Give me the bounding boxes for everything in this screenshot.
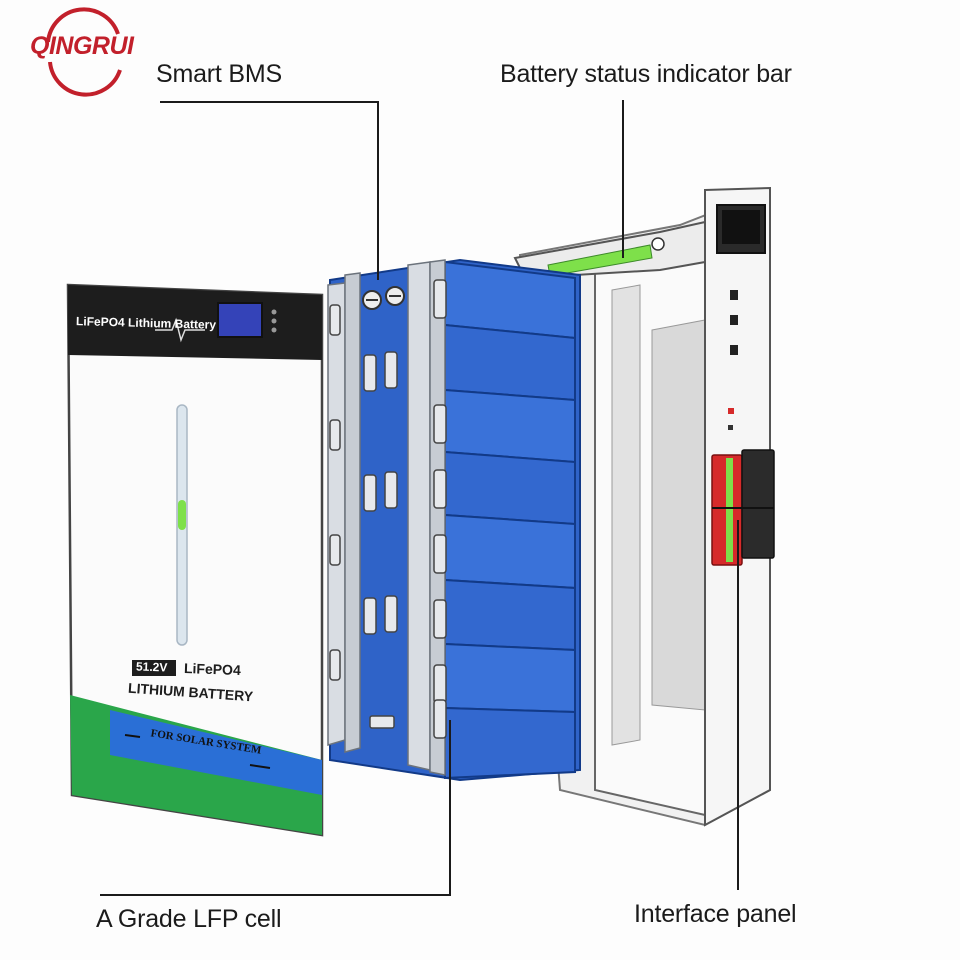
callout-status-bar: Battery status indicator bar [500, 60, 792, 88]
interface-housing [518, 186, 775, 827]
callout-smart-bms: Smart BMS [156, 60, 282, 88]
callout-interface-panel: Interface panel [634, 900, 797, 928]
voltage-badge: 51.2V [135, 659, 168, 675]
status-indicator-bar [513, 220, 706, 280]
leader-lines [100, 100, 739, 896]
brand-name: QINGRUI [30, 32, 134, 60]
product-line1: LiFePO4 [183, 660, 242, 678]
cell-pack [327, 258, 581, 782]
callout-lfp-cell: A Grade LFP cell [96, 905, 282, 933]
front-panel [66, 283, 324, 837]
cell-stack [444, 260, 576, 780]
display-icon [217, 302, 263, 338]
brand-logo [46, 7, 122, 97]
